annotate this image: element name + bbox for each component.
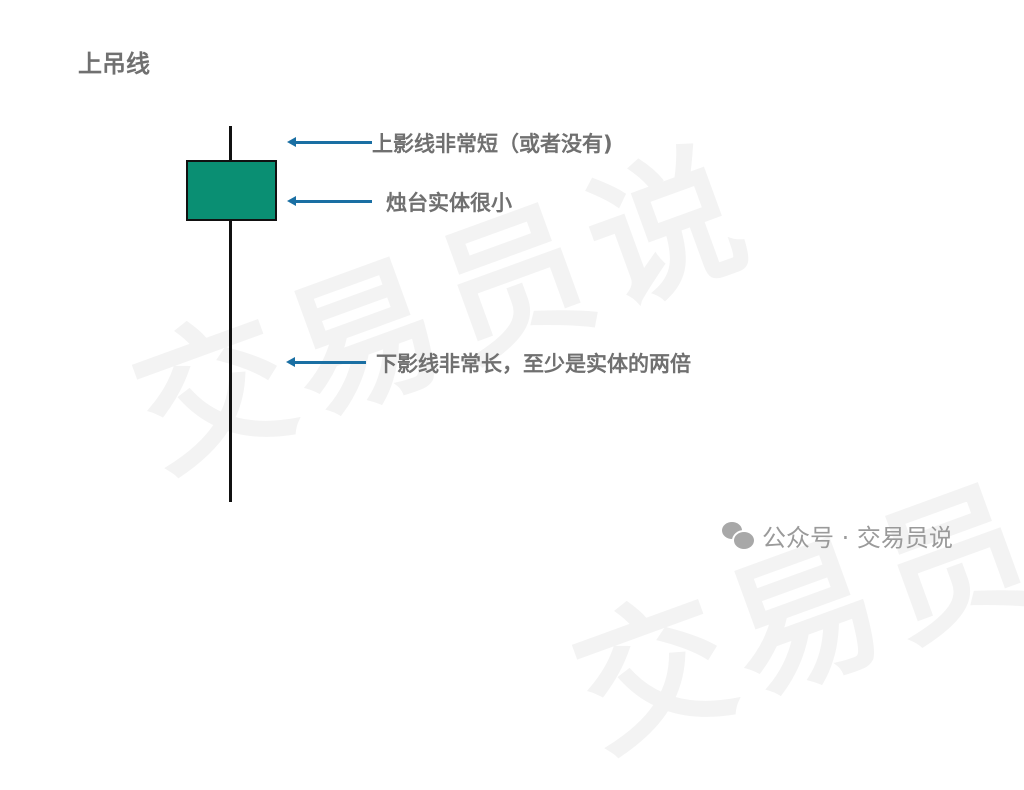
label-body: 烛台实体很小 [386, 191, 512, 215]
slide-title: 上吊线 [78, 50, 150, 78]
footer-text: 公众号 · 交易员说 [762, 524, 953, 552]
arrow-body [287, 196, 372, 206]
wechat-icon [722, 521, 756, 551]
arrow-upper-shadow [287, 137, 372, 147]
arrow-lower-shadow [286, 357, 366, 367]
label-upper-shadow: 上影线非常短（或者没有) [372, 132, 613, 156]
candle-wick [229, 126, 232, 502]
footer: 公众号 · 交易员说 [722, 518, 953, 553]
label-lower-shadow: 下影线非常长，至少是实体的两倍 [376, 352, 691, 376]
candle-body [186, 160, 277, 221]
watermark: 交易员说 [554, 399, 1024, 783]
